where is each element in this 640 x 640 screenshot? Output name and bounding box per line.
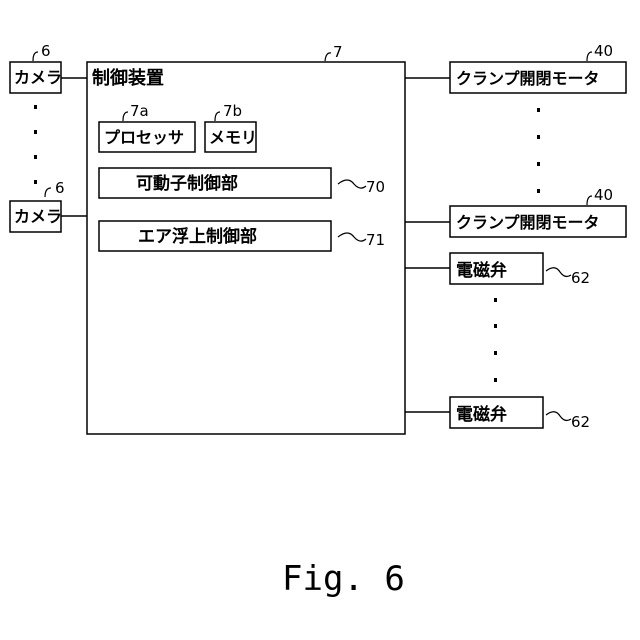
ellipsis-dot bbox=[537, 162, 540, 166]
controller-label: 制御装置 bbox=[92, 67, 164, 89]
ellipsis-dot bbox=[494, 378, 497, 382]
solenoid-valve-label: 電磁弁 bbox=[456, 260, 507, 281]
camera-ellipsis bbox=[34, 105, 37, 184]
solenoid-valve-ref: 62 bbox=[571, 269, 590, 287]
solenoid-valve-ref-leader bbox=[546, 412, 571, 421]
processor-label: プロセッサ bbox=[104, 128, 184, 147]
processor-ref: 7a bbox=[130, 102, 149, 120]
clamp-motor-block: クランプ開閉モータ 40 bbox=[405, 186, 626, 237]
ellipsis-dot bbox=[537, 135, 540, 139]
air-levitation-control-label: エア浮上制御部 bbox=[138, 226, 257, 247]
camera-block: カメラ 6 bbox=[10, 42, 87, 93]
solenoid-valve-ref-leader bbox=[546, 268, 571, 277]
solenoid-valve-ref: 62 bbox=[571, 413, 590, 431]
ellipsis-dot bbox=[537, 108, 540, 112]
controller-ref-leader bbox=[325, 53, 331, 61]
ellipsis-dot bbox=[537, 189, 540, 193]
camera-label: カメラ bbox=[14, 68, 62, 87]
memory-ref: 7b bbox=[223, 102, 242, 120]
controller-ref: 7 bbox=[333, 43, 343, 61]
clamp-motor-ellipsis bbox=[537, 108, 540, 193]
clamp-motor-ref: 40 bbox=[594, 186, 613, 204]
ellipsis-dot bbox=[34, 180, 37, 184]
clamp-motor-ref-leader bbox=[587, 52, 592, 61]
clamp-motor-ref-leader bbox=[587, 196, 592, 205]
camera-ref-leader bbox=[45, 188, 51, 197]
ellipsis-dot bbox=[34, 105, 37, 109]
memory-label: メモリ bbox=[209, 128, 257, 147]
air-levitation-control-ref: 71 bbox=[366, 231, 385, 249]
camera-block: カメラ 6 bbox=[10, 179, 87, 232]
movable-control-label: 可動子制御部 bbox=[136, 173, 238, 194]
solenoid-valve-block: 電磁弁 62 bbox=[405, 253, 590, 287]
ellipsis-dot bbox=[34, 155, 37, 159]
ellipsis-dot bbox=[494, 298, 497, 302]
figure-caption: Fig. 6 bbox=[282, 559, 405, 599]
clamp-motor-label: クランプ開閉モータ bbox=[456, 69, 600, 88]
movable-control-ref: 70 bbox=[366, 178, 385, 196]
camera-ref: 6 bbox=[41, 42, 51, 60]
camera-ref: 6 bbox=[55, 179, 65, 197]
clamp-motor-block: クランプ開閉モータ 40 bbox=[405, 42, 626, 93]
clamp-motor-ref: 40 bbox=[594, 42, 613, 60]
ellipsis-dot bbox=[34, 130, 37, 134]
clamp-motor-label: クランプ開閉モータ bbox=[456, 213, 600, 232]
solenoid-valve-label: 電磁弁 bbox=[456, 404, 507, 425]
camera-label: カメラ bbox=[14, 207, 62, 226]
ellipsis-dot bbox=[494, 324, 497, 328]
solenoid-valve-ellipsis bbox=[494, 298, 497, 382]
solenoid-valve-block: 電磁弁 62 bbox=[405, 397, 590, 431]
camera-ref-leader bbox=[33, 52, 38, 61]
ellipsis-dot bbox=[494, 351, 497, 355]
